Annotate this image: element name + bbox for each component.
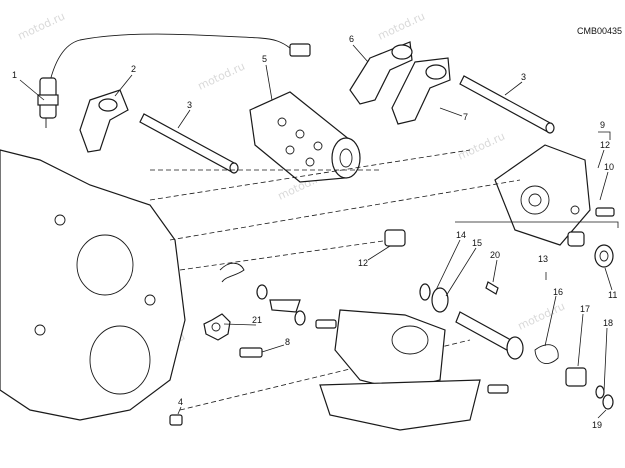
callout-19: 19 [592, 420, 602, 430]
watermark-text: motod.ru [196, 60, 247, 93]
callout-10: 10 [604, 162, 614, 172]
spring [219, 262, 245, 283]
callout-12-top: 12 [600, 140, 610, 150]
shift-fork [391, 57, 451, 125]
selector-drum [249, 91, 361, 183]
callout-2: 2 [131, 64, 136, 74]
spring [534, 344, 559, 364]
diagram-code: CMB00435 [577, 26, 622, 36]
bolt [595, 207, 615, 217]
callout-4: 4 [178, 397, 183, 407]
callout-21: 21 [252, 315, 262, 325]
callout-20: 20 [490, 250, 500, 260]
washer [256, 284, 306, 326]
bushing [567, 231, 585, 247]
callout-3-right: 3 [521, 72, 526, 82]
fork-rod [139, 113, 239, 174]
fork-rod [459, 75, 555, 134]
pin [485, 281, 499, 295]
gear-sensor [37, 33, 311, 128]
callout-15: 15 [472, 238, 482, 248]
bushing [565, 367, 587, 387]
group-bracket [455, 131, 619, 280]
callout-11: 11 [608, 290, 617, 300]
star-index [203, 313, 231, 341]
watermark-text: motod.ru [456, 130, 507, 163]
callout-17: 17 [580, 304, 590, 314]
assembly-lines [149, 149, 521, 411]
watermark-text: motod.ru [16, 10, 67, 43]
callout-14: 14 [456, 230, 466, 240]
shift-fork [349, 41, 413, 105]
callout-13: 13 [538, 254, 548, 264]
watermark-text: motod.ru [516, 300, 567, 333]
callout-labels: 1 2 3 5 6 7 3 9 12 10 14 15 20 13 12 11 … [12, 34, 617, 430]
shift-cover [494, 144, 591, 246]
callout-9: 9 [600, 120, 605, 130]
dowel-pin [169, 414, 183, 426]
leader-lines [19, 44, 613, 419]
bolt [487, 384, 509, 394]
crankcase [0, 149, 186, 421]
bushing [384, 229, 406, 247]
callout-18: 18 [603, 318, 613, 328]
bolt [239, 347, 263, 358]
watermark-text: motod.ru [376, 10, 427, 43]
callout-8: 8 [285, 337, 290, 347]
callout-6: 6 [349, 34, 354, 44]
shift-shaft [455, 311, 524, 360]
oil-seal [594, 244, 614, 268]
shift-fork [79, 89, 129, 153]
detent-lever [269, 299, 301, 313]
bolt [315, 319, 337, 329]
callout-12-center: 12 [358, 258, 368, 268]
callout-3: 3 [187, 100, 192, 110]
washer [419, 283, 449, 313]
callout-16: 16 [553, 287, 563, 297]
callout-5: 5 [262, 54, 267, 64]
callout-1: 1 [12, 70, 17, 80]
mounting-plate [319, 309, 481, 431]
callout-7: 7 [463, 112, 468, 122]
